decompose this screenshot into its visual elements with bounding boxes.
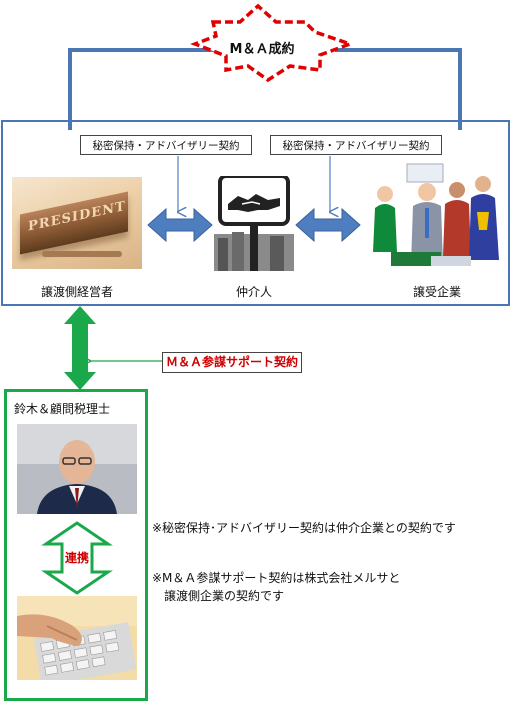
deal-parties-panel xyxy=(1,120,510,306)
business-people-image xyxy=(371,160,503,272)
handshake-sign-image xyxy=(214,176,294,271)
top-connector-graphic xyxy=(68,3,462,130)
cooperation-arrow xyxy=(41,521,113,595)
support-connector-graphic xyxy=(64,306,162,390)
connector-line-right xyxy=(335,48,462,130)
success-label: M＆Ａ成約 xyxy=(229,42,295,57)
success-burst-shape xyxy=(190,3,356,83)
note-line-2a: ※M＆Ａ参謀サポート契約は株式会社メルサと xyxy=(152,571,401,585)
advisor-title: 鈴木＆顧問税理士 xyxy=(14,402,111,416)
buyer-label: 譲受企業 xyxy=(412,285,461,299)
intermediary-label: 仲介人 xyxy=(235,285,272,299)
relation-arrows xyxy=(147,207,361,243)
note-line-2b: 譲渡側企業の契約です xyxy=(164,589,285,603)
contract-label-right: 秘密保持・アドバイザリー契約 xyxy=(270,135,442,155)
double-arrow-left xyxy=(147,207,213,243)
cooperation-arrow-shape xyxy=(41,521,113,595)
calculator-image xyxy=(17,596,137,680)
advisor-panel xyxy=(4,389,148,701)
connector-line-left xyxy=(68,48,228,130)
contract-pointer-arrows xyxy=(0,156,516,220)
contract-label-left: 秘密保持・アドバイザリー契約 xyxy=(80,135,252,155)
seller-label: 譲渡側経営者 xyxy=(40,285,113,299)
advisor-portrait-image xyxy=(17,424,137,514)
president-nameplate-image: PRESIDENT xyxy=(12,177,142,269)
support-contract-label: Ｍ＆Ａ参謀サポート契約 xyxy=(162,352,303,373)
vertical-double-arrow xyxy=(64,306,96,390)
note-line-1: ※秘密保持･アドバイザリー契約は仲介企業との契約です xyxy=(152,521,456,535)
double-arrow-right xyxy=(295,207,361,243)
cooperation-label: 連携 xyxy=(64,551,89,565)
